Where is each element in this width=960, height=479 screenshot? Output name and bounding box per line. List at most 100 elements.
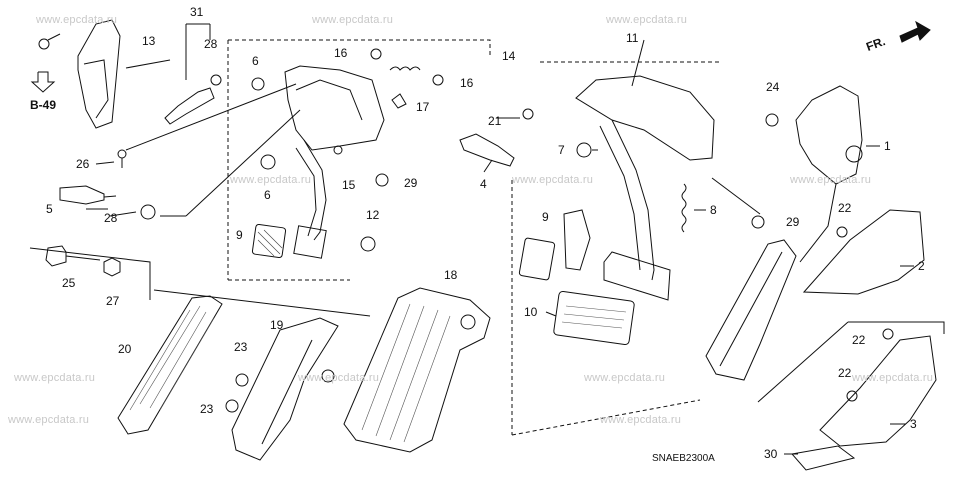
callout-21: 21 <box>488 114 502 128</box>
callout-2: 2 <box>918 259 925 273</box>
callout-6b: 6 <box>264 188 271 202</box>
nut-22-a <box>836 226 848 238</box>
callout-23b: 23 <box>200 402 214 416</box>
callout-29a: 29 <box>404 176 418 190</box>
nut-22-c <box>846 390 858 402</box>
callout-29b: 29 <box>786 215 800 229</box>
bolt-25 <box>45 245 67 267</box>
callout-16b: 16 <box>460 76 474 90</box>
diagram-code: SNAEB2300A <box>652 453 715 464</box>
accel-module-1 <box>795 85 863 185</box>
watermark: www.epcdata.ru <box>230 174 312 186</box>
callout-12: 12 <box>366 208 380 222</box>
callout-4: 4 <box>480 177 487 191</box>
callout-26: 26 <box>76 157 90 171</box>
accel-pedal-pad-20 <box>117 295 223 435</box>
spring-8 <box>681 183 687 233</box>
nut-24 <box>765 113 779 127</box>
watermark: www.epcdata.ru <box>600 414 682 426</box>
bolt-21 <box>522 108 534 120</box>
callout-9a: 9 <box>236 228 243 242</box>
callout-9b: 9 <box>542 210 549 224</box>
part-31-switch <box>164 87 215 125</box>
nut-28 <box>140 204 156 220</box>
callout-7: 7 <box>558 143 565 157</box>
callout-28b: 28 <box>104 211 118 225</box>
clip-17 <box>391 93 407 109</box>
callout-19: 19 <box>270 318 284 332</box>
accel-pedal-19 <box>231 317 339 461</box>
part-7 <box>576 142 592 158</box>
pad-30 <box>791 445 856 471</box>
watermark: www.epcdata.ru <box>512 174 594 186</box>
callout-18: 18 <box>444 268 458 282</box>
callout-28a: 28 <box>204 37 218 51</box>
nut-23-b <box>225 399 239 413</box>
watermark: www.epcdata.ru <box>14 372 96 384</box>
callout-1: 1 <box>884 139 891 153</box>
callout-27: 27 <box>106 294 120 308</box>
watermark: www.epcdata.ru <box>584 372 666 384</box>
callout-24: 24 <box>766 80 780 94</box>
brake-group-dashed-box <box>228 39 491 58</box>
callout-14: 14 <box>502 49 516 63</box>
nut-22-b <box>882 328 894 340</box>
watermark: www.epcdata.ru <box>312 14 394 26</box>
clutch-bracket-11 <box>575 75 715 161</box>
watermark: www.epcdata.ru <box>36 14 118 26</box>
callout-6a: 6 <box>252 54 259 68</box>
spring-16 <box>389 66 421 71</box>
part-12 <box>360 236 376 252</box>
watermark: www.epcdata.ru <box>790 174 872 186</box>
callout-16a: 16 <box>334 46 348 60</box>
pedal-pad-9-left <box>251 223 287 259</box>
callout-8: 8 <box>710 203 717 217</box>
callout-11: 11 <box>626 31 639 45</box>
callout-15: 15 <box>342 178 356 192</box>
nut-29-right <box>751 215 765 229</box>
callout-17: 17 <box>416 100 430 114</box>
part-16-a <box>370 48 382 60</box>
callout-22b: 22 <box>852 333 866 347</box>
callout-5: 5 <box>46 202 53 216</box>
watermark: www.epcdata.ru <box>298 372 380 384</box>
watermark: www.epcdata.ru <box>606 14 688 26</box>
callout-22a: 22 <box>838 201 852 215</box>
accel-pedal-lever <box>705 239 797 381</box>
callout-20: 20 <box>118 342 132 356</box>
callout-31: 31 <box>190 5 204 19</box>
ref-arrow-b49 <box>30 71 56 93</box>
watermark: www.epcdata.ru <box>852 372 934 384</box>
bracket-2 <box>802 209 925 295</box>
part-6-bottom <box>260 154 276 170</box>
callout-3: 3 <box>910 417 917 431</box>
callout-23a: 23 <box>234 340 248 354</box>
part-13-cover <box>77 19 121 129</box>
clutch-pad-plate <box>603 251 671 301</box>
front-arrow <box>899 20 931 43</box>
callout-13: 13 <box>142 34 156 48</box>
part-6-top <box>251 77 265 91</box>
nut-27 <box>103 257 121 277</box>
part-16-b <box>432 74 444 86</box>
switch-5 <box>59 185 105 205</box>
callout-10: 10 <box>524 305 538 319</box>
part-15 <box>333 145 343 155</box>
clutch-pedal-pad-10 <box>553 290 635 346</box>
bolt-26 <box>117 149 127 159</box>
floor-cover-18 <box>343 287 491 453</box>
callout-25: 25 <box>62 276 76 290</box>
pedal-pad-9-right <box>518 237 556 281</box>
nut-23-a <box>235 373 249 387</box>
reference-label: B-49 <box>30 98 57 112</box>
clutch-arm <box>611 119 655 281</box>
brake-pedal-arm <box>303 139 327 241</box>
callout-30: 30 <box>764 447 778 461</box>
nut-29-left <box>375 173 389 187</box>
brake-pedal-pad <box>293 225 327 259</box>
brake-pedal-bracket <box>284 65 385 151</box>
bracket-3 <box>819 335 937 447</box>
switch-4 <box>459 133 515 167</box>
